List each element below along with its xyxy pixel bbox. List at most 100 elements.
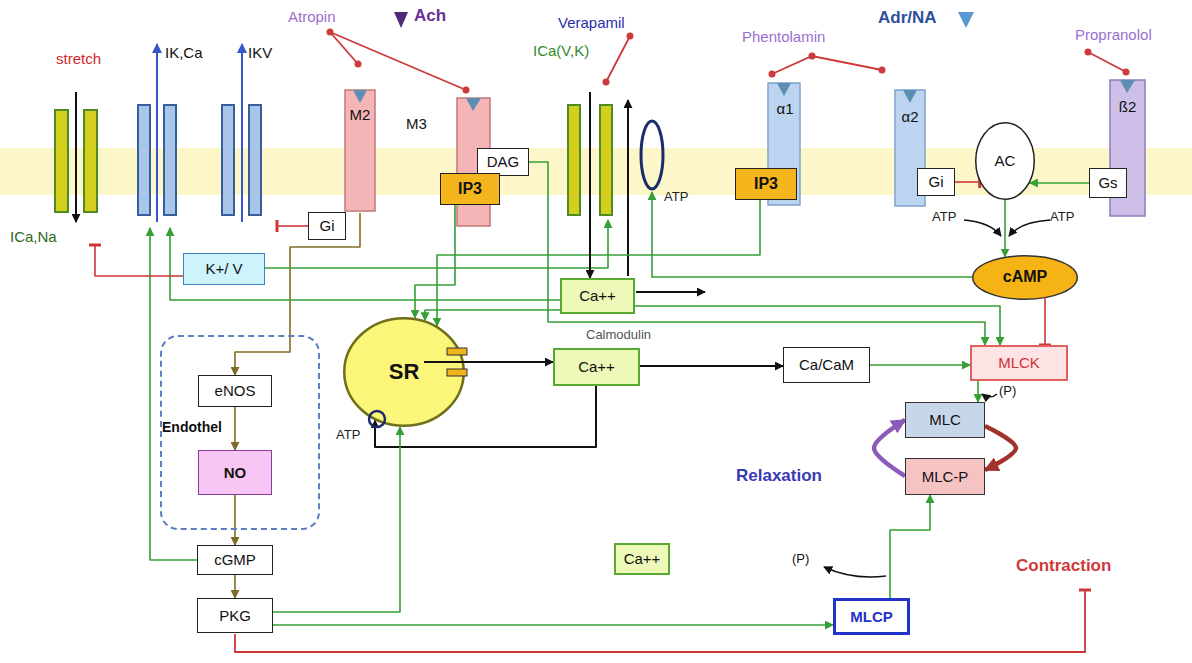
receptor: α2Gi (893, 88, 958, 206)
node-text: AC (995, 152, 1016, 169)
channel-wall (568, 105, 580, 215)
sr-channel (447, 369, 467, 376)
ion-channel: IK,Ca (125, 40, 190, 228)
antagonist-dot (327, 29, 334, 36)
atp-label: ATP (336, 428, 360, 443)
node-text: IP3 (754, 175, 778, 193)
antagonist-line (606, 36, 630, 82)
enzyme-box: PKG (197, 598, 273, 633)
ion-flow-line (589, 92, 591, 220)
drug-label: Propranolol (1075, 26, 1152, 43)
ligand-triangle (1120, 80, 1135, 93)
signal-arrow (1004, 200, 1006, 257)
signal-arrow (170, 228, 560, 300)
ligand-triangle (958, 12, 974, 28)
node-text: stretch (56, 50, 101, 67)
node-text: α2 (895, 108, 925, 125)
potential-box: K+/ V (183, 253, 265, 285)
inhibition-line (955, 181, 980, 183)
ion-flow-arrow (241, 44, 243, 222)
inhibition-line (1044, 298, 1046, 345)
node-text: DAG (487, 153, 520, 170)
enzyme-ellipse: AC (975, 122, 1035, 200)
signal-arrow (635, 306, 1000, 345)
channel-wall (249, 105, 261, 215)
channel-wall (222, 105, 234, 215)
signal-arrow (464, 361, 553, 363)
ion-flow-arrow (156, 44, 158, 222)
node-text: MLCK (998, 354, 1040, 371)
receptor: M3DAG IP3 (400, 95, 530, 230)
antagonist-dot (769, 71, 776, 78)
ligand-triangle (903, 90, 917, 103)
drug-label: Phentolamin (742, 28, 825, 45)
node-text: PKG (219, 607, 251, 624)
node-text: Endothel (162, 419, 222, 435)
g-protein-box: Gs (1089, 168, 1127, 198)
node-text: α1 (768, 100, 802, 117)
atp-label: ATP (664, 190, 688, 205)
node-text: Gi (320, 217, 335, 234)
phosphate-arrow (824, 567, 886, 577)
ligand-triangle (353, 90, 367, 103)
signal-arrow (234, 495, 236, 545)
drug-label: Atropin (288, 8, 336, 25)
node-text: ICa(V,K) (533, 42, 589, 59)
node-text: cGMP (214, 551, 256, 568)
protein-label: Calmodulin (586, 328, 651, 343)
messenger-box: IP3 (735, 168, 797, 200)
atp-arrow (1009, 220, 1050, 236)
node-text: K+/ V (205, 260, 242, 277)
node-text: M2 (343, 106, 377, 123)
ion-channel: stretchICa,Na (10, 50, 105, 245)
antagonist-dot (809, 53, 816, 60)
ellipse-outline (344, 318, 464, 426)
signal-arrow (890, 495, 930, 598)
node-text: M3 (406, 115, 427, 132)
node-text: eNOS (215, 382, 256, 399)
ion-flow-arrow (75, 92, 77, 222)
enzyme-box: eNOS (198, 375, 272, 407)
messenger-ellipse: cAMP (972, 255, 1078, 300)
complex-box: Ca/CaM (783, 347, 870, 383)
signal-arrow (234, 575, 236, 598)
signal-arrow (874, 420, 905, 476)
atp-label: ATP (1050, 210, 1074, 225)
node-text: Ca++ (578, 358, 615, 375)
ellipse-outline (973, 256, 1078, 300)
node-text: SR (389, 359, 420, 384)
node-text: IK,Ca (165, 44, 203, 61)
g-protein-box: Gi (308, 212, 346, 240)
messenger-box: DAG (477, 148, 529, 176)
antagonist-dot (627, 33, 634, 40)
transmitter-label: Adr/NA (878, 8, 937, 28)
node-text: cAMP (1003, 268, 1047, 286)
node-text: MLC-P (922, 468, 969, 485)
ion-channel: ICa(V,K) (530, 40, 620, 220)
ion-flow-line (424, 361, 465, 363)
ion-channel: IKV (212, 40, 277, 228)
atp-arrow (964, 220, 1001, 236)
endothel-region: EndotheleNOSNO (160, 335, 320, 530)
signal-line (652, 192, 972, 277)
receptor: M2 (343, 88, 377, 213)
receptor: ß2Gs (1088, 78, 1148, 218)
signal-arrow (1030, 182, 1089, 184)
protein-box: MLC-P (905, 458, 985, 495)
signal-arrow (977, 381, 979, 402)
calcium-box: Ca++ (614, 543, 671, 575)
antagonist-line (330, 32, 358, 64)
inhibition-line (235, 590, 1085, 652)
ion-flow-arrow (636, 291, 705, 293)
protein-box: MLC (905, 402, 985, 438)
messenger-box: IP3 (440, 173, 500, 205)
node-text: ICa,Na (10, 228, 57, 245)
messenger-box: cGMP (197, 545, 273, 575)
node-text: Ca/CaM (799, 356, 854, 373)
inhibition-line (95, 245, 183, 276)
signal-arrow (529, 162, 985, 345)
atp-pump (369, 411, 385, 427)
node-text: MLC (929, 411, 961, 428)
ligand-triangle (777, 83, 791, 96)
